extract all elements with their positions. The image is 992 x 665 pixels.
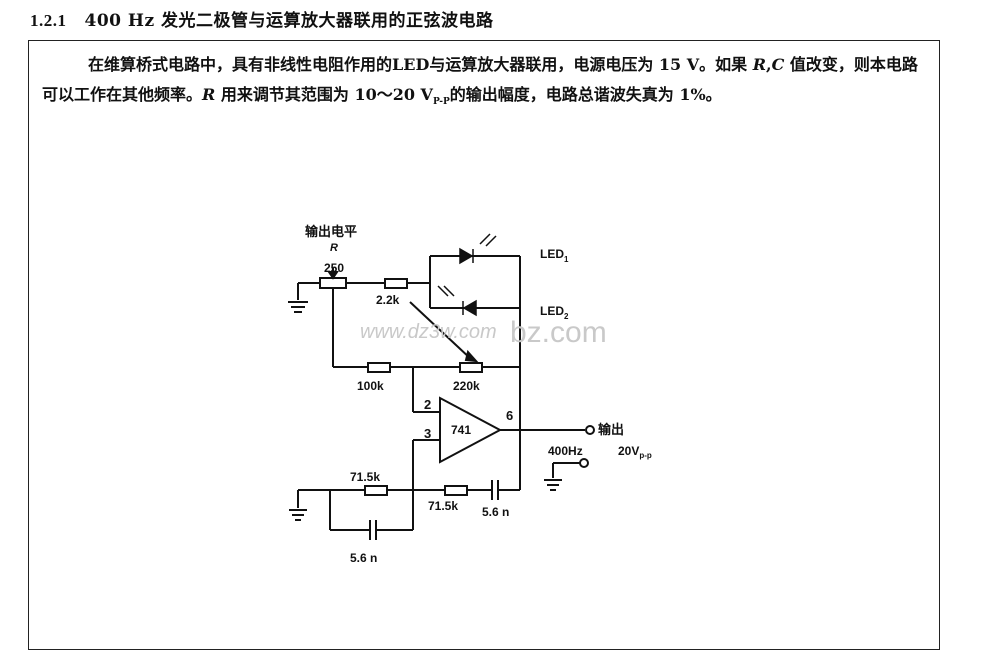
resistor-71k5-a bbox=[364, 485, 388, 496]
label-output: 输出 bbox=[598, 422, 624, 437]
led2-light-icon bbox=[437, 285, 449, 297]
label-pin2: 2 bbox=[424, 397, 431, 412]
label-r-100k: 100k bbox=[357, 379, 384, 393]
resistor-100k bbox=[367, 362, 391, 373]
label-led1: LED1 bbox=[540, 247, 569, 264]
label-led2: LED2 bbox=[540, 304, 569, 321]
label-r-220k: 220k bbox=[453, 379, 480, 393]
label-pot-value: 250 bbox=[324, 261, 344, 275]
watermark: www.dz3w.com bbox=[360, 321, 497, 343]
label-amplitude: 20Vp-p bbox=[618, 444, 652, 460]
opamp-741 bbox=[439, 396, 503, 464]
label-pin6: 6 bbox=[506, 408, 513, 423]
resistor-2k2 bbox=[384, 278, 408, 289]
circuit-wires bbox=[288, 255, 595, 540]
section-heading: 1.2.1 400 Hz 发光二极管与运算放大器联用的正弦波电路 bbox=[30, 6, 494, 31]
label-r-71k5-a: 71.5k bbox=[350, 470, 380, 484]
watermark-2: bz.com bbox=[510, 316, 607, 349]
section-title: 400 Hz 发光二极管与运算放大器联用的正弦波电路 bbox=[84, 11, 494, 31]
label-c-5n6-b: 5.6 n bbox=[350, 551, 377, 565]
figure-frame bbox=[28, 40, 940, 650]
label-r-71k5-b: 71.5k bbox=[428, 499, 458, 513]
label-freq: 400Hz bbox=[548, 444, 583, 458]
ground-terminal bbox=[579, 458, 589, 468]
resistor-220k bbox=[459, 362, 483, 373]
label-r-2k2: 2.2k bbox=[376, 293, 400, 307]
label-output-level: 输出电平 bbox=[305, 224, 357, 239]
description-paragraph: 在维算桥式电路中，具有非线性电阻作用的LED与运算放大器联用，电源电压为 15 … bbox=[42, 55, 918, 108]
output-terminal bbox=[585, 425, 595, 435]
led1-diode bbox=[459, 247, 474, 265]
resistor-71k5-b bbox=[444, 485, 468, 496]
label-pin3: 3 bbox=[424, 426, 431, 441]
led2-diode bbox=[462, 299, 477, 317]
label-opamp: 741 bbox=[451, 423, 471, 437]
led1-light-icon bbox=[479, 233, 491, 245]
section-number: 1.2.1 bbox=[30, 11, 67, 30]
label-c-5n6-a: 5.6 n bbox=[482, 505, 509, 519]
label-pot-name: R bbox=[330, 242, 338, 254]
leds bbox=[437, 233, 497, 317]
